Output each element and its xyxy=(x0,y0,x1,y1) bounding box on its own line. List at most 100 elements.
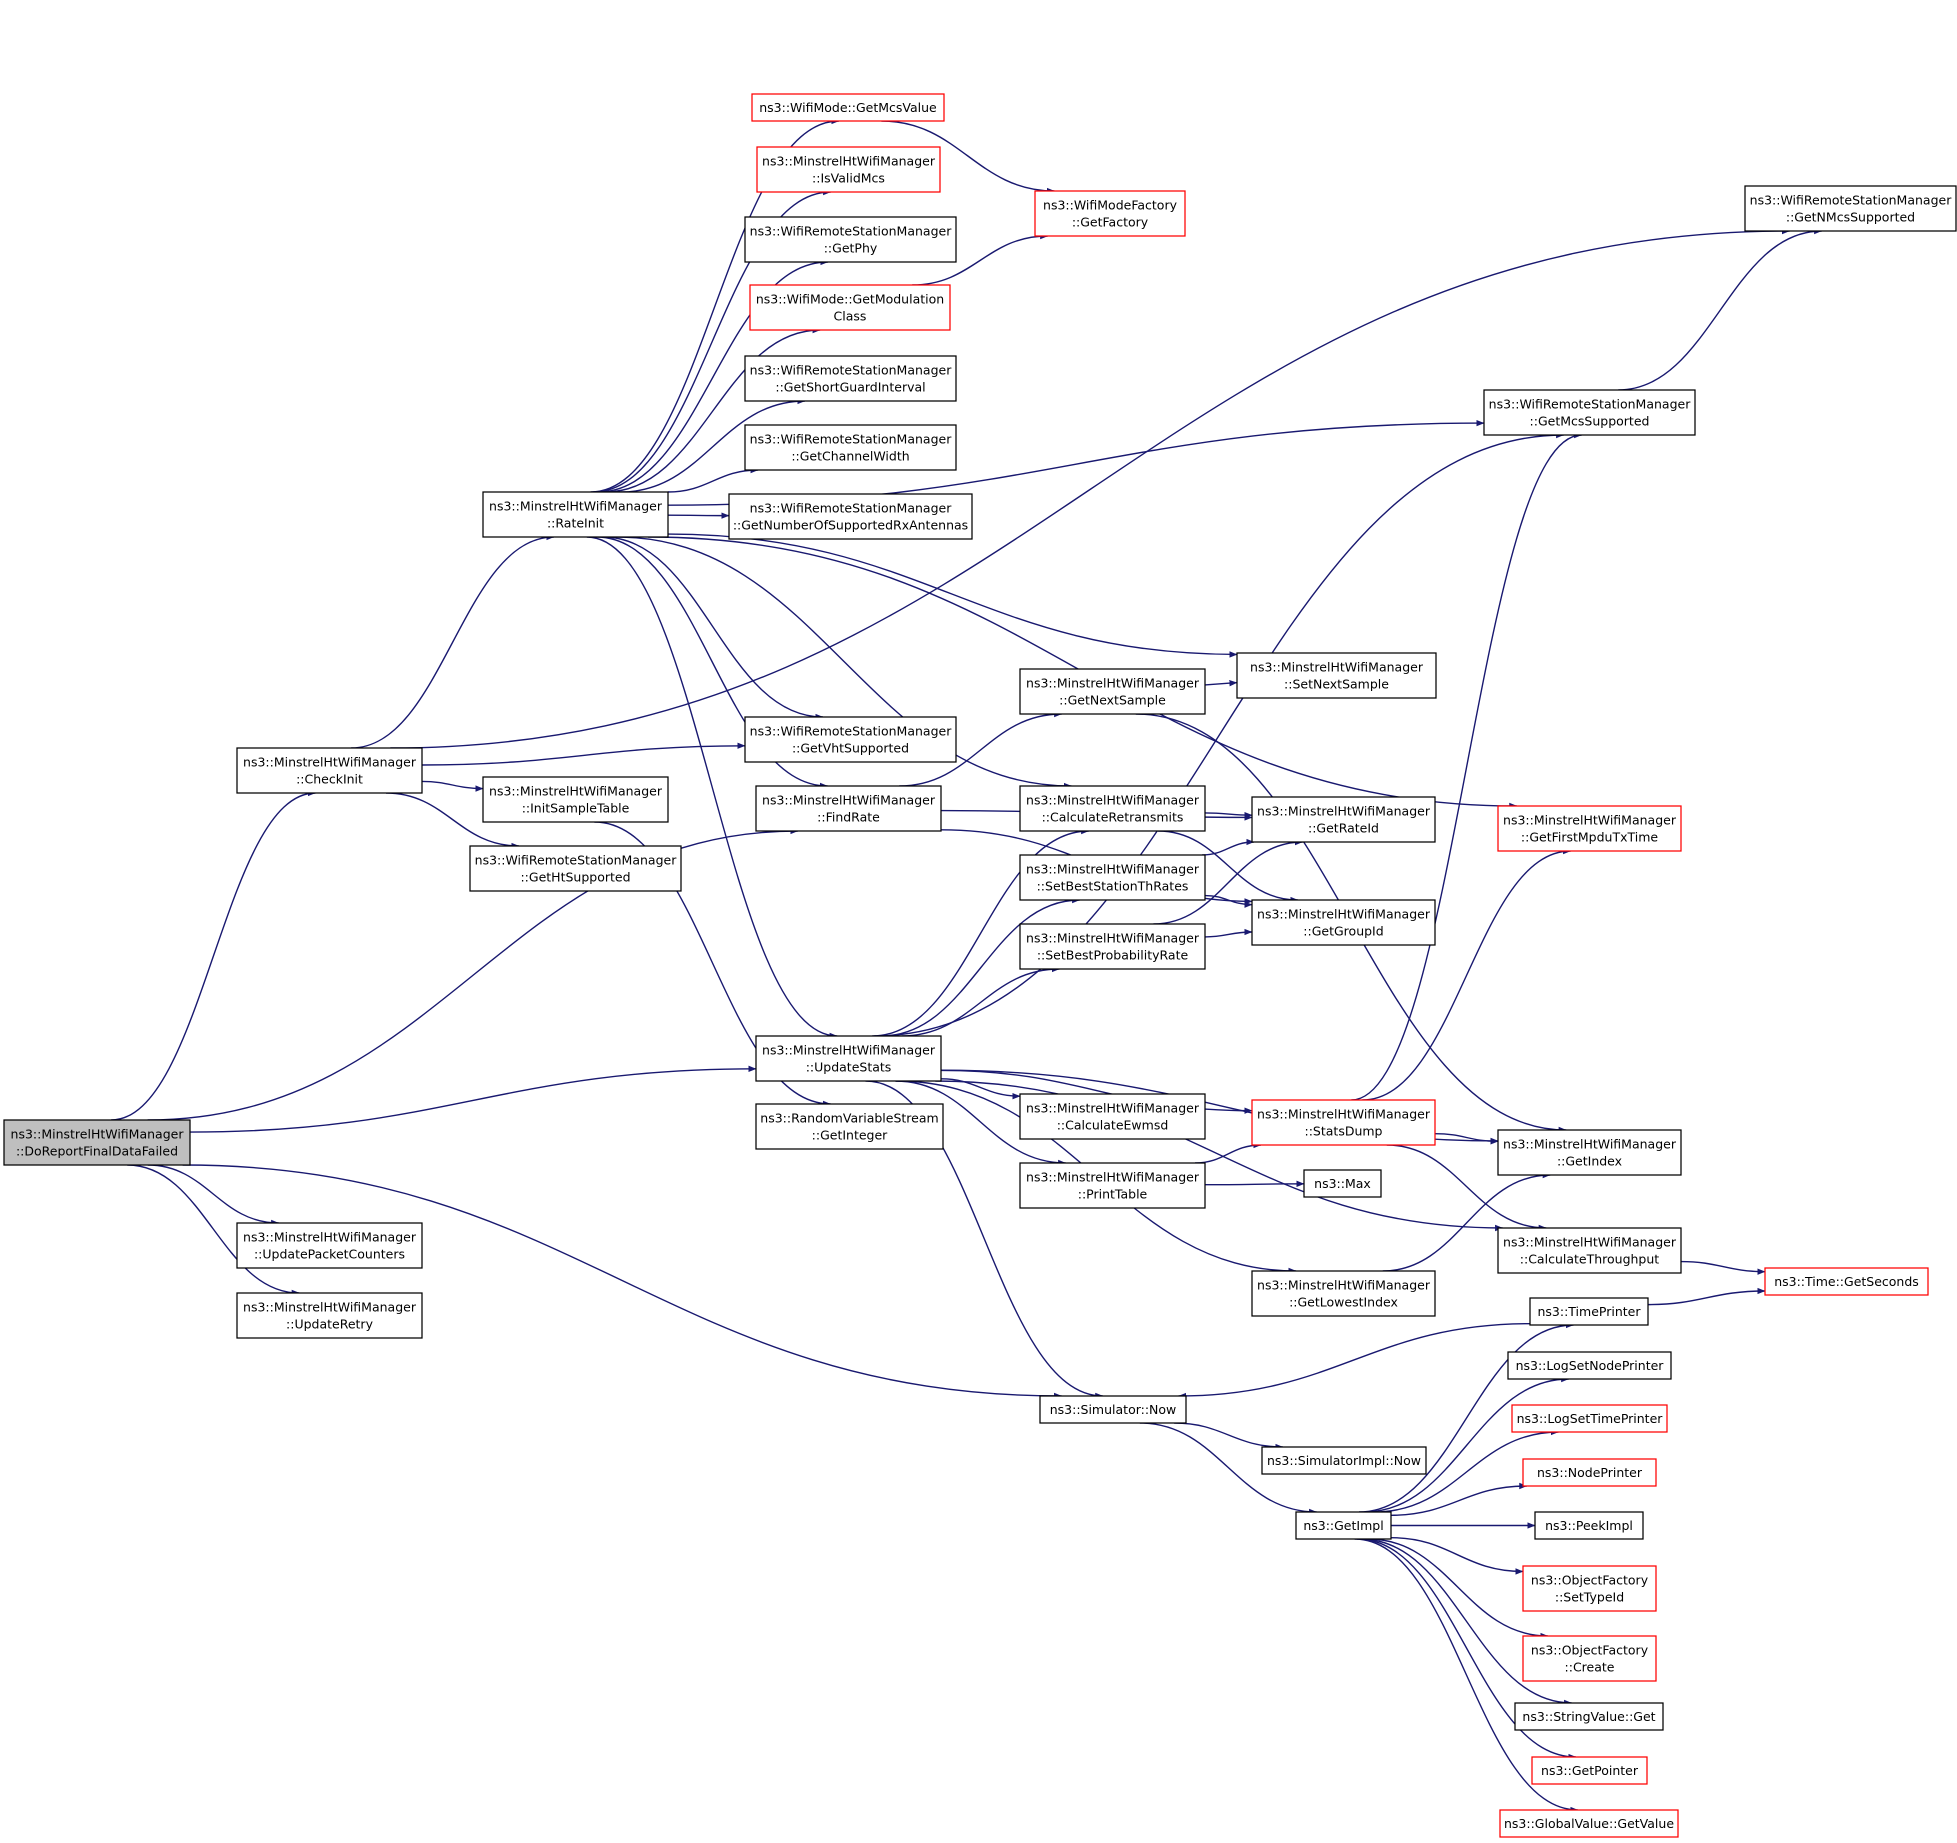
node-label: ns3::MinstrelHtWifiManager xyxy=(1026,676,1200,691)
edge-printtable-to-max xyxy=(1204,1180,1305,1188)
node-box xyxy=(1497,805,1682,852)
node-getfactory[interactable]: ns3::WifiModeFactory::GetFactory xyxy=(1034,190,1186,237)
edge-simnow-to-simimplnow xyxy=(1174,1422,1284,1451)
node-getfirstmpdu[interactable]: ns3::MinstrelHtWifiManager::GetFirstMpdu… xyxy=(1497,805,1682,852)
node-getnrx[interactable]: ns3::WifiRemoteStationManager::GetNumber… xyxy=(728,493,973,540)
node-getindex[interactable]: ns3::MinstrelHtWifiManager::GetIndex xyxy=(1497,1129,1682,1176)
node-label: ::RateInit xyxy=(547,516,604,531)
node-statsdump[interactable]: ns3::MinstrelHtWifiManager::StatsDump xyxy=(1251,1099,1436,1146)
node-calcretr[interactable]: ns3::MinstrelHtWifiManager::CalculateRet… xyxy=(1019,785,1206,832)
node-label: ::UpdateStats xyxy=(806,1060,892,1075)
node-getgroupid[interactable]: ns3::MinstrelHtWifiManager::GetGroupId xyxy=(1251,899,1436,946)
node-timegetsec[interactable]: ns3::Time::GetSeconds xyxy=(1764,1267,1929,1296)
node-label: ns3::MinstrelHtWifiManager xyxy=(1257,1278,1431,1293)
node-setnextsample[interactable]: ns3::MinstrelHtWifiManager::SetNextSampl… xyxy=(1236,652,1437,699)
node-calcewmsd[interactable]: ns3::MinstrelHtWifiManager::CalculateEwm… xyxy=(1019,1093,1206,1140)
node-getimpl[interactable]: ns3::GetImpl xyxy=(1295,1511,1392,1540)
edges-layer xyxy=(111,117,1823,1814)
node-label: ::SetNextSample xyxy=(1284,677,1389,692)
node-label: ns3::MinstrelHtWifiManager xyxy=(1026,931,1200,946)
edge-statsdump-to-getindex xyxy=(1434,1132,1499,1145)
node-box xyxy=(1511,1404,1668,1433)
edge-getimpl-to-logsetnode xyxy=(1364,1375,1570,1513)
node-logsettime[interactable]: ns3::LogSetTimePrinter xyxy=(1511,1404,1668,1433)
node-label: ns3::GlobalValue::GetValue xyxy=(1504,1816,1674,1831)
node-findrate[interactable]: ns3::MinstrelHtWifiManager::FindRate xyxy=(755,785,942,832)
node-gvgetvalue[interactable]: ns3::GlobalValue::GetValue xyxy=(1499,1809,1679,1838)
node-box xyxy=(1497,1227,1682,1274)
node-root[interactable]: ns3::MinstrelHtWifiManager::DoReportFina… xyxy=(3,1119,191,1166)
node-getpointer[interactable]: ns3::GetPointer xyxy=(1531,1756,1648,1785)
node-getchw[interactable]: ns3::WifiRemoteStationManager::GetChanne… xyxy=(744,424,957,471)
node-updretry[interactable]: ns3::MinstrelHtWifiManager::UpdateRetry xyxy=(236,1292,423,1339)
node-label: ns3::PeekImpl xyxy=(1545,1518,1633,1533)
node-label: ns3::MinstrelHtWifiManager xyxy=(1257,907,1431,922)
node-setbestprob[interactable]: ns3::MinstrelHtWifiManager::SetBestProba… xyxy=(1019,923,1206,970)
node-label: ns3::MinstrelHtWifiManager xyxy=(1250,660,1424,675)
nodes-layer: ns3::MinstrelHtWifiManager::DoReportFina… xyxy=(3,93,1957,1838)
node-updstats[interactable]: ns3::MinstrelHtWifiManager::UpdateStats xyxy=(755,1035,942,1082)
node-getrateid[interactable]: ns3::MinstrelHtWifiManager::GetRateId xyxy=(1251,796,1436,843)
node-timeprinter[interactable]: ns3::TimePrinter xyxy=(1529,1297,1649,1326)
edge-getimpl-to-nodeprinter xyxy=(1390,1482,1528,1516)
edge-updstats-to-setbestprob xyxy=(901,965,1060,1037)
node-box xyxy=(1534,1511,1644,1540)
node-isvalidmcs[interactable]: ns3::MinstrelHtWifiManager::IsValidMcs xyxy=(756,146,941,193)
node-box xyxy=(1251,796,1436,843)
edge-calcretr-to-getgroupid xyxy=(1158,830,1299,904)
node-simimplnow[interactable]: ns3::SimulatorImpl::Now xyxy=(1261,1446,1427,1475)
node-getsgi[interactable]: ns3::WifiRemoteStationManager::GetShortG… xyxy=(744,355,957,402)
node-label: ns3::WifiRemoteStationManager xyxy=(750,432,953,447)
node-rateinit[interactable]: ns3::MinstrelHtWifiManager::RateInit xyxy=(482,491,669,538)
node-getphy[interactable]: ns3::WifiRemoteStationManager::GetPhy xyxy=(744,216,957,263)
edge-rateinit-to-getsgi xyxy=(620,397,806,493)
edge-getlowest-to-getindex xyxy=(1382,1171,1551,1272)
node-printtable[interactable]: ns3::MinstrelHtWifiManager::PrintTable xyxy=(1019,1162,1206,1209)
node-getvht[interactable]: ns3::WifiRemoteStationManager::GetVhtSup… xyxy=(744,716,957,763)
node-label: ::InitSampleTable xyxy=(522,801,630,816)
node-label: ns3::MinstrelHtWifiManager xyxy=(11,1127,185,1142)
node-checkinit[interactable]: ns3::MinstrelHtWifiManager::CheckInit xyxy=(236,747,423,794)
node-ofsettypeid[interactable]: ns3::ObjectFactory::SetTypeId xyxy=(1522,1565,1657,1612)
node-box xyxy=(1483,389,1696,436)
edge-root-to-findrate xyxy=(147,827,799,1121)
edge-rateinit-to-findrate xyxy=(596,536,829,790)
node-box xyxy=(482,776,669,823)
node-label: ::CalculateEwmsd xyxy=(1057,1118,1169,1133)
edge-updstats-to-calcretr xyxy=(872,827,1090,1037)
node-setbestth[interactable]: ns3::MinstrelHtWifiManager::SetBestStati… xyxy=(1019,854,1206,901)
node-getinteger[interactable]: ns3::RandomVariableStream::GetInteger xyxy=(755,1103,944,1150)
node-logsetnode[interactable]: ns3::LogSetNodePrinter xyxy=(1507,1351,1672,1380)
node-box xyxy=(469,845,682,892)
node-getnextsample[interactable]: ns3::MinstrelHtWifiManager::GetNextSampl… xyxy=(1019,668,1206,715)
node-nodeprinter[interactable]: ns3::NodePrinter xyxy=(1522,1458,1657,1487)
node-getht[interactable]: ns3::WifiRemoteStationManager::GetHtSupp… xyxy=(469,845,682,892)
node-getnmcs[interactable]: ns3::WifiRemoteStationManager::GetNMcsSu… xyxy=(1744,185,1957,232)
node-ofcreate[interactable]: ns3::ObjectFactory::Create xyxy=(1522,1635,1657,1682)
node-label: ::GetInteger xyxy=(812,1128,889,1143)
node-getmcsvalue[interactable]: ns3::WifiMode::GetMcsValue xyxy=(751,93,945,122)
edge-setbestth-to-getgroupid xyxy=(1204,894,1253,908)
node-label: ::GetNMcsSupported xyxy=(1786,210,1915,225)
node-peekimpl[interactable]: ns3::PeekImpl xyxy=(1534,1511,1644,1540)
node-box xyxy=(1499,1809,1679,1838)
node-initsample[interactable]: ns3::MinstrelHtWifiManager::InitSampleTa… xyxy=(482,776,669,823)
node-getmcssup[interactable]: ns3::WifiRemoteStationManager::GetMcsSup… xyxy=(1483,389,1696,436)
edge-updstats-to-simnow xyxy=(865,1080,1104,1400)
node-simnow[interactable]: ns3::Simulator::Now xyxy=(1039,1395,1187,1424)
edge-checkinit-to-getnmcs xyxy=(390,227,1791,749)
node-box xyxy=(1236,652,1437,699)
node-label: ::GetPhy xyxy=(824,241,878,256)
node-updpkt[interactable]: ns3::MinstrelHtWifiManager::UpdatePacket… xyxy=(236,1222,423,1269)
node-strvalget[interactable]: ns3::StringValue::Get xyxy=(1514,1702,1664,1731)
node-label: ::GetVhtSupported xyxy=(792,741,909,756)
node-box xyxy=(1295,1511,1392,1540)
node-label: ns3::MinstrelHtWifiManager xyxy=(1503,1137,1677,1152)
node-getlowest[interactable]: ns3::MinstrelHtWifiManager::GetLowestInd… xyxy=(1251,1270,1436,1317)
node-calcthr[interactable]: ns3::MinstrelHtWifiManager::CalculateThr… xyxy=(1497,1227,1682,1274)
edge-rateinit-to-setnextsample xyxy=(667,533,1238,658)
node-max[interactable]: ns3::Max xyxy=(1303,1169,1382,1198)
node-box xyxy=(755,1035,942,1082)
node-label: ns3::TimePrinter xyxy=(1538,1304,1642,1319)
